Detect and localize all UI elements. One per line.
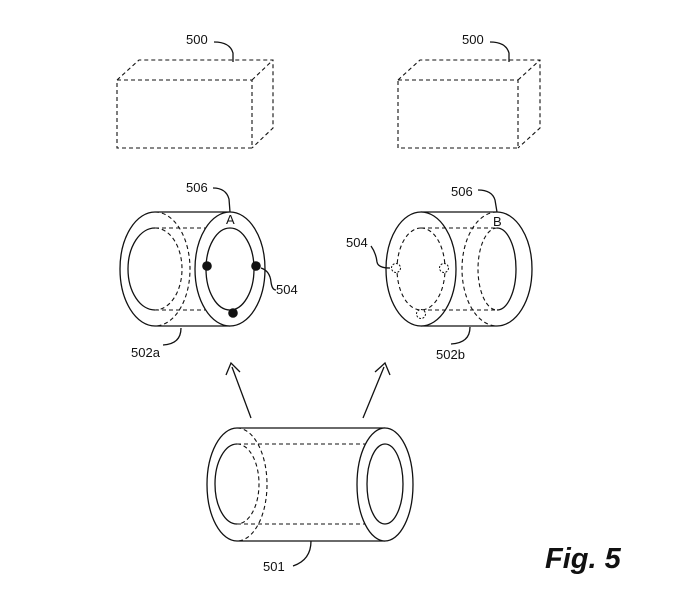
leader-ring-left (212, 187, 231, 213)
mark-dot (228, 308, 238, 318)
tube (206, 427, 414, 542)
label-box-left: 500 (186, 32, 208, 47)
label-box-right: 500 (462, 32, 484, 47)
leader-marks-right (370, 245, 391, 269)
mark-circle (416, 309, 426, 319)
leader-box-left (213, 41, 234, 62)
mark-circle (391, 263, 401, 273)
box-left (116, 59, 274, 149)
marks-left (202, 261, 261, 318)
leader-part-left (162, 327, 182, 346)
ring-segment-left (119, 211, 266, 327)
label-ring-left: 506 (186, 180, 208, 195)
mark-circle (439, 263, 449, 273)
leader-marks-left (260, 267, 277, 291)
marks-right (391, 263, 449, 319)
leader-ring-right (477, 189, 498, 213)
label-point-left: A (226, 212, 235, 227)
leader-box-right (489, 41, 510, 62)
arrow-up-left (225, 361, 252, 419)
figure-title: Fig. 5 (545, 543, 622, 575)
ring-segment-right (385, 211, 533, 327)
label-ring-right: 506 (451, 184, 473, 199)
label-point-right: B (493, 214, 502, 229)
box-right (397, 59, 541, 149)
arrow-up-right (362, 361, 391, 419)
leader-part-right (450, 326, 471, 345)
mark-dot (251, 261, 261, 271)
label-part-right: 502b (436, 347, 465, 362)
label-tube: 501 (263, 559, 285, 574)
label-marks-left: 504 (276, 282, 298, 297)
label-part-left: 502a (131, 345, 161, 360)
label-marks-right: 504 (346, 235, 368, 250)
mark-dot (202, 261, 212, 271)
leader-tube (292, 540, 312, 567)
